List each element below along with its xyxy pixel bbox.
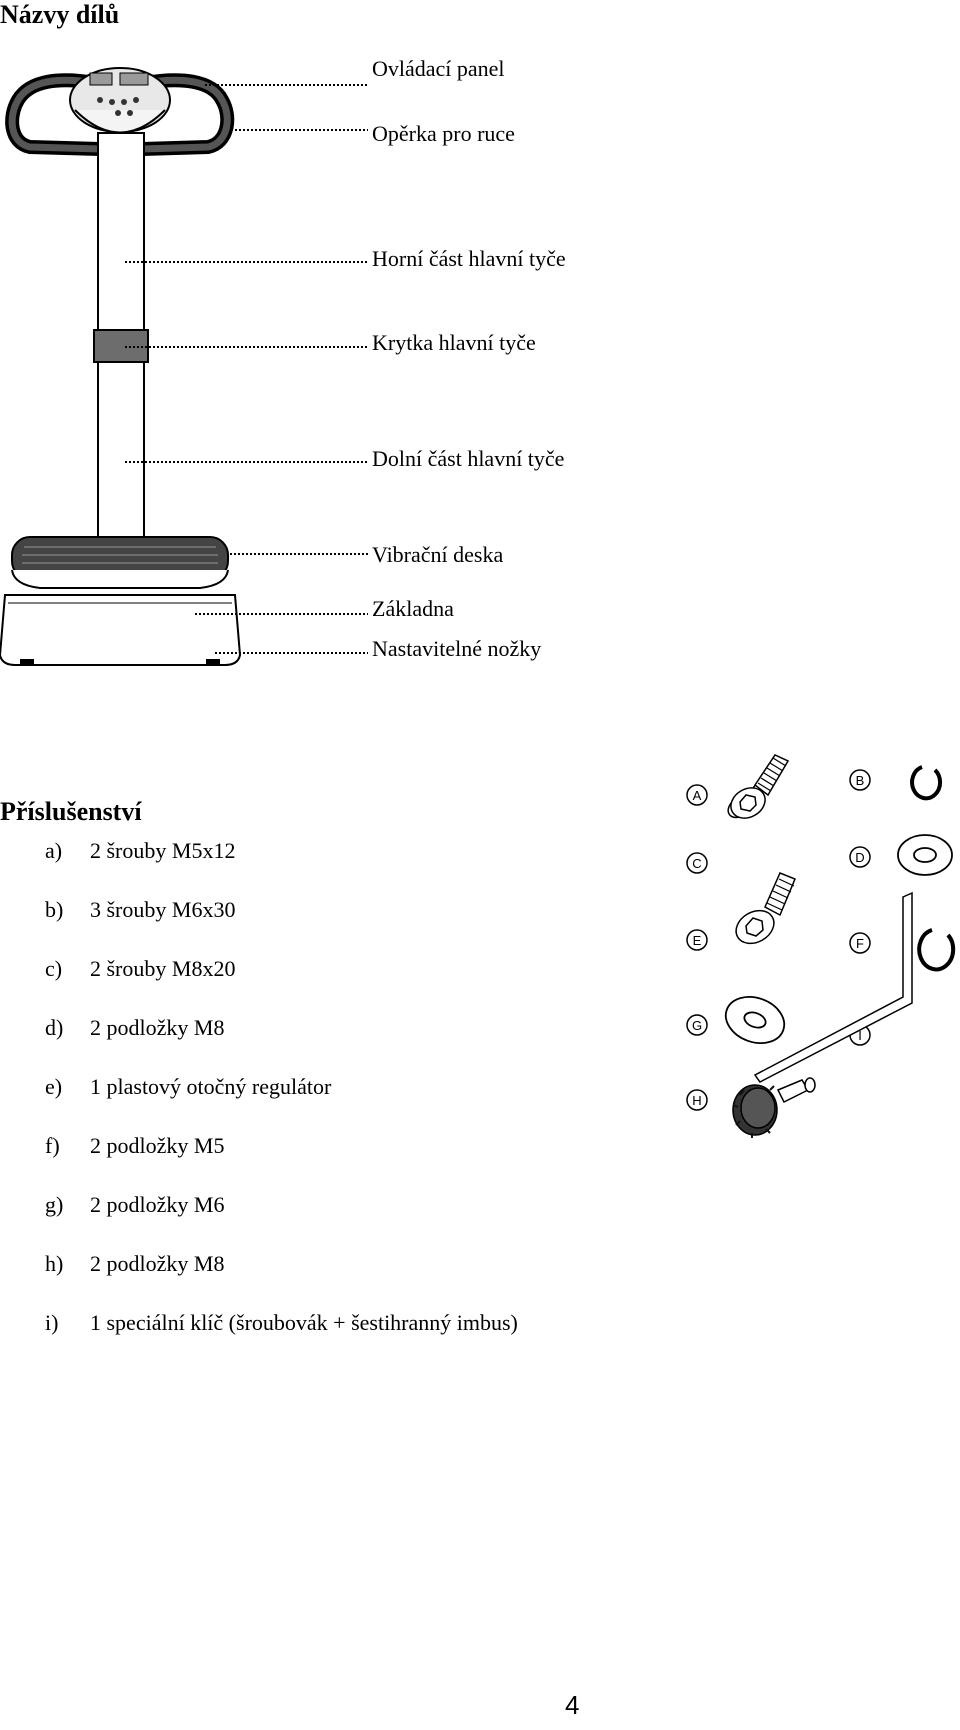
bolt-c-icon [730, 754, 790, 819]
plastic-knob-icon [732, 1077, 816, 1138]
marker-d: D [849, 846, 871, 868]
svg-text:F: F [856, 936, 864, 951]
svg-text:B: B [856, 773, 865, 788]
label-vibration-plate: Vibrační deska [372, 542, 504, 567]
marker-f: F [849, 932, 871, 954]
label-upper-pole: Horní část hlavní tyče [372, 246, 566, 271]
label-base: Základna [372, 596, 454, 621]
svg-text:A: A [693, 788, 702, 803]
marker-h: H [686, 1089, 708, 1111]
svg-text:C: C [692, 856, 701, 871]
parts-heading: Názvy dílů [0, 0, 120, 29]
washer-g-icon [724, 996, 786, 1044]
spring-washer-f-icon [917, 928, 956, 972]
marker-e: E [686, 929, 708, 951]
svg-text:D: D [855, 850, 864, 865]
marker-a: A [686, 784, 708, 806]
page-number: 4 [565, 1690, 580, 1720]
label-pole-cover: Krytka hlavní tyče [372, 330, 536, 355]
hardware-figure: A B C D E F G I [686, 754, 956, 1138]
washer-d-icon [897, 834, 953, 876]
label-handrest: Opěrka pro ruce [372, 121, 515, 146]
spring-washer-b-icon [910, 765, 943, 801]
marker-c: C [686, 852, 708, 874]
svg-text:H: H [692, 1093, 701, 1108]
svg-text:I: I [858, 1028, 862, 1043]
label-lower-pole: Dolní část hlavní tyče [372, 446, 565, 471]
vibration-machine-illustration [0, 67, 242, 666]
svg-text:E: E [693, 933, 702, 948]
marker-g: G [686, 1014, 708, 1036]
leader-lines [125, 84, 368, 654]
label-adjustable-feet: Nastavitelné nožky [372, 636, 542, 661]
svg-text:G: G [692, 1018, 702, 1033]
accessories-heading: Příslušenství [0, 797, 142, 826]
bolt-e-icon [735, 872, 796, 945]
marker-b: B [849, 769, 871, 791]
label-control-panel: Ovládací panel [372, 56, 505, 81]
special-wrench-icon [753, 891, 913, 1083]
